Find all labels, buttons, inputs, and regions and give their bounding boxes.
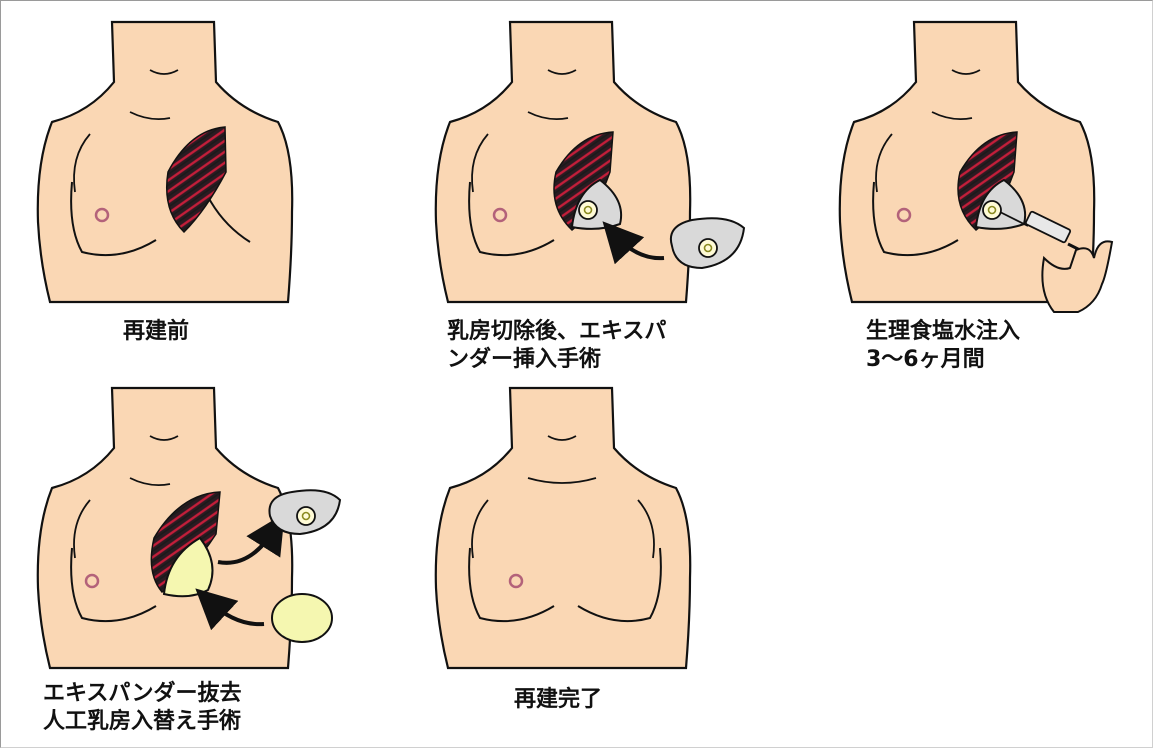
panel-reconstruction-complete — [428, 388, 708, 668]
panel-implant-replacement — [30, 388, 360, 668]
panel-before-reconstruction — [30, 22, 300, 302]
caption-saline-injection: 生理食塩水注入 3〜6ヶ月間 — [866, 318, 1020, 374]
caption-expander-insertion: 乳房切除後、エキスパ ンダー挿入手術 — [447, 318, 666, 374]
torso-illustration — [428, 388, 708, 668]
torso-illustration — [428, 22, 768, 302]
caption-reconstruction-complete: 再建完了 — [514, 686, 602, 714]
torso-illustration — [832, 22, 1122, 312]
torso-illustration — [30, 388, 360, 668]
torso-illustration — [30, 22, 300, 302]
panel-expander-insertion — [428, 22, 768, 302]
implant-device — [272, 594, 332, 642]
caption-implant-replacement: エキスパンダー抜去 人工乳房入替え手術 — [43, 680, 241, 736]
caption-before: 再建前 — [123, 318, 189, 346]
panel-saline-injection — [832, 22, 1122, 312]
